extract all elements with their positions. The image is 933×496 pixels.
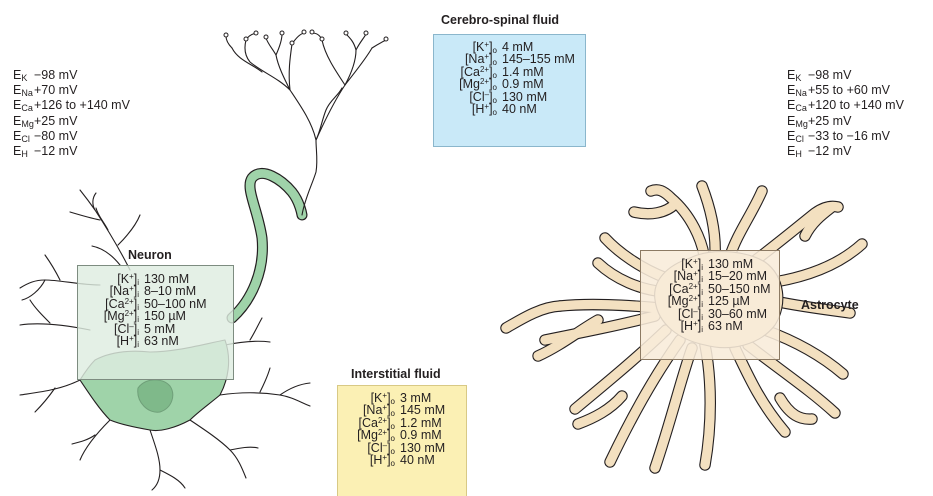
potential-row: EH−12 mV xyxy=(13,145,130,160)
potential-row: EK−98 mV xyxy=(13,69,130,84)
astrocyte-potentials: EK−98 mVENa+55 to +60 mVECa+120 to +140 … xyxy=(787,69,904,160)
ion-concentration: 150 µM xyxy=(139,310,186,322)
potential-value: +25 mV xyxy=(34,115,77,130)
ion-concentration: 8–10 mM xyxy=(139,285,196,297)
neuron-label: Neuron xyxy=(128,248,172,262)
potential-symbol: ECa xyxy=(787,99,808,114)
potential-symbol: ECl xyxy=(13,130,34,145)
potential-ion: Cl xyxy=(21,134,30,144)
interstitial-title: Interstitial fluid xyxy=(351,367,441,381)
potential-symbol: EMg xyxy=(13,115,34,130)
ion-concentration: 145 mM xyxy=(395,404,445,416)
potential-row: ENa+70 mV xyxy=(13,84,130,99)
astrocyte-label: Astrocyte xyxy=(801,298,859,312)
concentration-row: [Mg2+]i150 µM xyxy=(82,310,233,322)
potential-ion: Mg xyxy=(21,119,34,129)
ion-concentration: 0.9 mM xyxy=(395,429,442,441)
ion-concentration: 40 nM xyxy=(497,103,537,115)
potential-symbol: EH xyxy=(13,145,34,160)
potential-row: ENa+55 to +60 mV xyxy=(787,84,904,99)
potential-symbol: ECl xyxy=(787,130,808,145)
potential-ion: K xyxy=(21,73,27,83)
potential-value: +25 mV xyxy=(808,115,851,130)
ion-concentration: 0.9 mM xyxy=(497,78,544,90)
potential-row: EMg+25 mV xyxy=(787,115,904,130)
ion-charge: 2+ xyxy=(480,65,489,74)
potential-symbol: EK xyxy=(787,69,808,84)
ion-charge: 2+ xyxy=(689,282,698,291)
potential-symbol: ENa xyxy=(13,84,34,99)
potential-row: ECl−80 mV xyxy=(13,130,130,145)
potential-value: +70 mV xyxy=(34,84,77,99)
potential-ion: H xyxy=(21,149,28,159)
potential-ion: K xyxy=(795,73,801,83)
ion-concentration: 40 nM xyxy=(395,454,435,466)
potential-value: −80 mV xyxy=(34,130,77,145)
ion-charge: 2+ xyxy=(480,77,489,86)
concentration-row: [Mg2+]o0.9 mM xyxy=(440,78,585,90)
potential-ion: Ca xyxy=(795,103,807,113)
potential-value: +126 to +140 mV xyxy=(34,99,130,114)
ion-charge: 2+ xyxy=(125,309,134,318)
potential-value: −12 mV xyxy=(34,145,77,160)
potential-ion: H xyxy=(795,149,802,159)
ion-charge: 2+ xyxy=(689,294,698,303)
potential-symbol: ECa xyxy=(13,99,34,114)
potential-ion: Ca xyxy=(21,103,33,113)
potential-value: +120 to +140 mV xyxy=(808,99,904,114)
ion-concentration: 145–155 mM xyxy=(497,53,575,65)
ion-symbol: [H+]i xyxy=(646,320,703,332)
ion-concentration: 15–20 mM xyxy=(703,270,767,282)
ion-name: [H xyxy=(117,334,130,348)
potential-value: −98 mV xyxy=(34,69,77,84)
ion-concentration: 125 µM xyxy=(703,295,750,307)
csf-title: Cerebro-spinal fluid xyxy=(441,13,559,27)
potential-value: +55 to +60 mV xyxy=(808,84,890,99)
ion-charge: 2+ xyxy=(125,297,134,306)
ion-name: [H xyxy=(681,319,694,333)
ion-concentration: 63 nM xyxy=(703,320,743,332)
concentration-row: [Mg2+]o0.9 mM xyxy=(341,429,466,441)
potential-value: −98 mV xyxy=(808,69,851,84)
potential-row: ECa+120 to +140 mV xyxy=(787,99,904,114)
potential-row: EMg+25 mV xyxy=(13,115,130,130)
potential-value: −33 to −16 mV xyxy=(808,130,890,145)
potential-symbol: ENa xyxy=(787,84,808,99)
potential-ion: Cl xyxy=(795,134,804,144)
potential-symbol: EK xyxy=(13,69,34,84)
potential-ion: Na xyxy=(795,88,807,98)
ion-name: [H xyxy=(370,453,383,467)
neuron-concentration-box: [K+]i130 mM[Na+]i8–10 mM[Ca2+]i50–100 nM… xyxy=(77,265,234,380)
potential-symbol: EH xyxy=(787,145,808,160)
potential-symbol: EMg xyxy=(787,115,808,130)
ion-charge: 2+ xyxy=(378,416,387,425)
potential-value: −12 mV xyxy=(808,145,851,160)
ion-symbol: [H+]i xyxy=(82,335,139,347)
potential-row: ECa+126 to +140 mV xyxy=(13,99,130,114)
ion-symbol: [H+]o xyxy=(440,103,497,115)
potential-row: EK−98 mV xyxy=(787,69,904,84)
ion-name: [H xyxy=(472,102,485,116)
potential-ion: Mg xyxy=(795,119,808,129)
concentration-row: [Mg2+]i125 µM xyxy=(646,295,779,307)
ion-symbol: [H+]o xyxy=(341,454,395,466)
potential-row: ECl−33 to −16 mV xyxy=(787,130,904,145)
ion-concentration: 63 nM xyxy=(139,335,179,347)
potential-ion: Na xyxy=(21,88,33,98)
potential-row: EH−12 mV xyxy=(787,145,904,160)
ion-charge: 2+ xyxy=(378,428,387,437)
